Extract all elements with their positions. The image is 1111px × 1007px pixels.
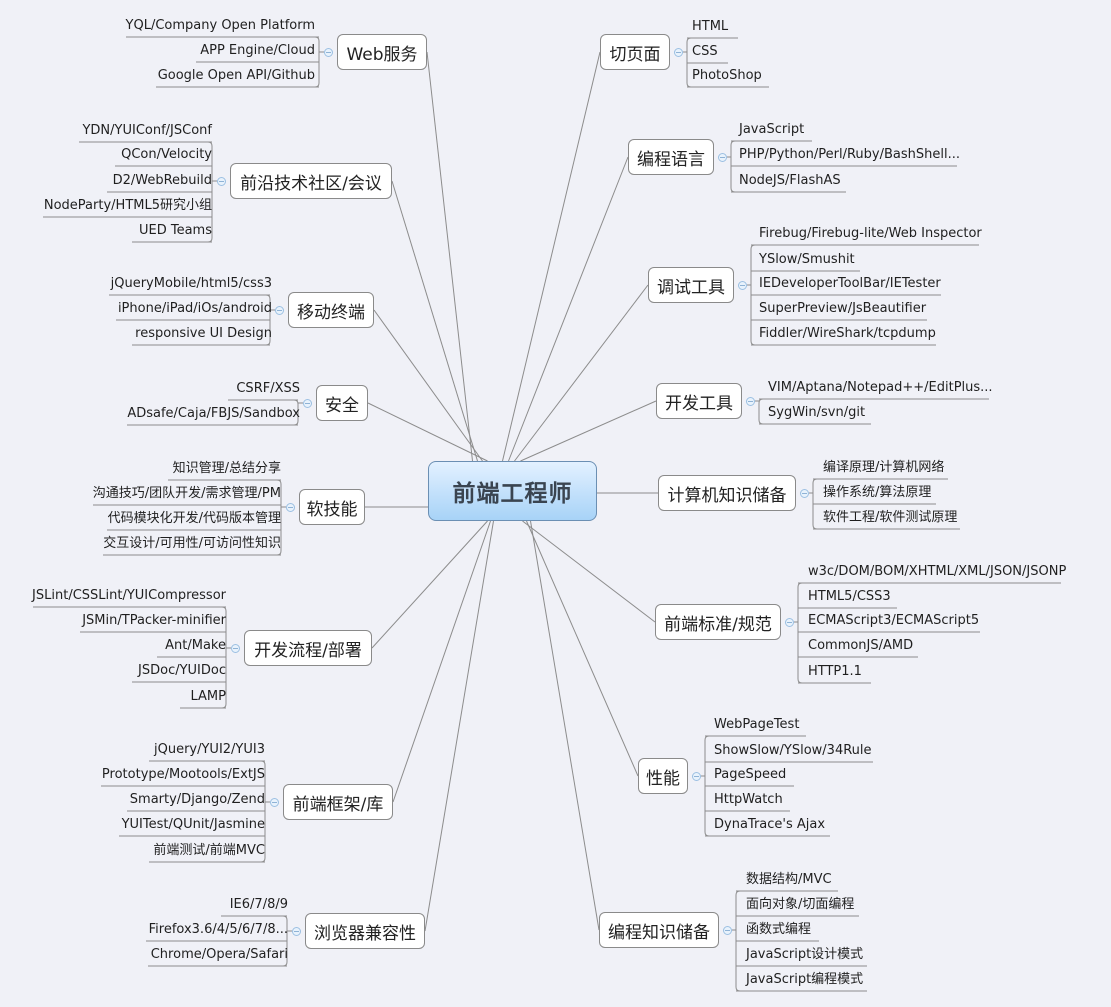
subtopic[interactable]: VIM/Aptana/Notepad++/EditPlus...: [768, 380, 993, 395]
collapse-toggle-icon[interactable]: [723, 926, 732, 935]
subtopic[interactable]: jQuery/YUI2/YUI3: [153, 742, 265, 757]
subtopic[interactable]: JavaScript编程模式: [746, 972, 864, 987]
topic-browser-compat[interactable]: 浏览器兼容性: [305, 913, 425, 949]
subtopic[interactable]: 数据结构/MVC: [746, 872, 832, 887]
topic-cs-knowledge[interactable]: 计算机知识储备: [658, 475, 796, 511]
subtopic[interactable]: ECMAScript3/ECMAScript5: [808, 613, 980, 628]
subtopic[interactable]: PhotoShop: [692, 68, 762, 83]
subtopic[interactable]: JavaScript: [739, 122, 805, 137]
subtopic[interactable]: JSDoc/YUIDoc: [138, 663, 226, 678]
subtopic[interactable]: HTML: [692, 19, 729, 34]
subtopic[interactable]: YSlow/Smushit: [759, 252, 855, 267]
subtopic[interactable]: 函数式编程: [746, 922, 812, 937]
central-topic[interactable]: 前端工程师: [428, 461, 597, 521]
topic-dev-process[interactable]: 开发流程/部署: [244, 630, 372, 666]
subtopic[interactable]: Ant/Make: [165, 638, 226, 653]
collapse-toggle-icon[interactable]: [217, 177, 226, 186]
subtopic[interactable]: PageSpeed: [714, 767, 787, 782]
subtopic[interactable]: 沟通技巧/团队开发/需求管理/PM: [92, 486, 281, 501]
collapse-toggle-icon[interactable]: [270, 798, 279, 807]
subtopic[interactable]: w3c/DOM/BOM/XHTML/XML/JSON/JSONP: [808, 564, 1067, 579]
subtopic[interactable]: 操作系统/算法原理: [823, 485, 932, 500]
subtopic[interactable]: LAMP: [190, 689, 227, 704]
subtopic[interactable]: 知识管理/总结分享: [172, 461, 281, 476]
subtopic[interactable]: iPhone/iPad/iOs/android: [117, 301, 272, 316]
subtopic[interactable]: 前端测试/前端MVC: [153, 843, 265, 858]
subtopic[interactable]: JavaScript设计模式: [746, 947, 864, 962]
collapse-toggle-icon[interactable]: [231, 644, 240, 653]
topic-languages[interactable]: 编程语言: [628, 139, 714, 175]
subtopic[interactable]: ShowSlow/YSlow/34Rule: [714, 743, 872, 758]
subtopic[interactable]: YQL/Company Open Platform: [125, 18, 315, 33]
subtopic[interactable]: NodeParty/HTML5研究小组: [43, 198, 212, 213]
subtopic[interactable]: JSMin/TPacker-minifier: [82, 613, 226, 628]
collapse-toggle-icon[interactable]: [718, 153, 727, 162]
subtopic[interactable]: Smarty/Django/Zend: [129, 792, 265, 807]
subtopic[interactable]: D2/WebRebuild: [112, 173, 212, 188]
subtopic[interactable]: YUITest/QUnit/Jasmine: [121, 817, 265, 832]
topic-debug-tools[interactable]: 调试工具: [648, 267, 734, 303]
collapse-toggle-icon[interactable]: [674, 48, 683, 57]
collapse-toggle-icon[interactable]: [738, 281, 747, 290]
subtopic[interactable]: IE6/7/8/9: [229, 897, 288, 912]
subtopic[interactable]: PHP/Python/Perl/Ruby/BashShell...: [739, 147, 961, 162]
subtopic[interactable]: 交互设计/可用性/可访问性知识: [103, 536, 281, 551]
subtopic[interactable]: jQueryMobile/html5/css3: [110, 276, 272, 291]
subtopic[interactable]: Prototype/Mootools/ExtJS: [101, 767, 265, 782]
topic-frameworks[interactable]: 前端框架/库: [283, 784, 393, 820]
topic-mobile[interactable]: 移动终端: [288, 292, 374, 328]
subtopic[interactable]: ADsafe/Caja/FBJS/Sandbox: [127, 406, 300, 421]
collapse-toggle-icon[interactable]: [785, 618, 794, 627]
subtopic[interactable]: Fiddler/WireShark/tcpdump: [759, 326, 936, 341]
subtopic[interactable]: UED Teams: [138, 223, 212, 238]
subtopic[interactable]: SuperPreview/JsBeautifier: [759, 301, 927, 316]
subtopic[interactable]: HTTP1.1: [808, 664, 862, 679]
subtopic[interactable]: HTML5/CSS3: [808, 589, 891, 604]
subtopic[interactable]: CommonJS/AMD: [808, 638, 914, 653]
collapse-toggle-icon[interactable]: [692, 772, 701, 781]
topic-programming-knowledge[interactable]: 编程知识储备: [599, 912, 719, 948]
topic-standards[interactable]: 前端标准/规范: [655, 604, 781, 640]
collapse-toggle-icon[interactable]: [303, 399, 312, 408]
subtopic[interactable]: APP Engine/Cloud: [200, 43, 315, 58]
subtopic[interactable]: 面向对象/切面编程: [746, 897, 855, 912]
collapse-toggle-icon[interactable]: [324, 48, 333, 57]
collapse-toggle-icon[interactable]: [292, 927, 301, 936]
subtopic[interactable]: QCon/Velocity: [121, 147, 212, 162]
collapse-toggle-icon[interactable]: [800, 489, 809, 498]
subtopic[interactable]: NodeJS/FlashAS: [739, 173, 841, 188]
topic-performance[interactable]: 性能: [638, 758, 688, 794]
subtopic[interactable]: HttpWatch: [714, 792, 783, 807]
subtopic[interactable]: Chrome/Opera/Safari: [150, 947, 288, 962]
subtopic[interactable]: DynaTrace's Ajax: [714, 817, 826, 832]
subtopic[interactable]: CSS: [692, 44, 718, 59]
collapse-toggle-icon[interactable]: [286, 503, 295, 512]
subtopic[interactable]: 软件工程/软件测试原理: [823, 510, 958, 525]
subtopic[interactable]: SygWin/svn/git: [768, 405, 866, 420]
subtopic[interactable]: JSLint/CSSLint/YUICompressor: [32, 588, 226, 603]
subtopic[interactable]: 编译原理/计算机网络: [823, 460, 945, 475]
topic-dev-tools[interactable]: 开发工具: [656, 383, 742, 419]
collapse-toggle-icon[interactable]: [746, 397, 755, 406]
topic-soft-skills[interactable]: 软技能: [299, 489, 365, 525]
subtopic[interactable]: YDN/YUIConf/JSConf: [82, 123, 212, 138]
topic-web-service[interactable]: Web服务: [337, 34, 427, 70]
subtopic[interactable]: Firefox3.6/4/5/6/7/8...: [148, 922, 288, 937]
subtopic[interactable]: IEDeveloperToolBar/IETester: [759, 276, 941, 291]
collapse-toggle-icon[interactable]: [275, 306, 284, 315]
subtopic[interactable]: Firebug/Firebug-lite/Web Inspector: [759, 226, 982, 241]
topic-slicing[interactable]: 切页面: [600, 34, 670, 70]
subtopic[interactable]: Google Open API/Github: [157, 68, 315, 83]
subtopic[interactable]: WebPageTest: [714, 717, 800, 732]
topic-community[interactable]: 前沿技术社区/会议: [230, 163, 392, 199]
subtopic[interactable]: 代码模块化开发/代码版本管理: [107, 511, 281, 526]
topic-security[interactable]: 安全: [316, 385, 368, 421]
subtopic[interactable]: CSRF/XSS: [236, 381, 300, 396]
subtopic[interactable]: responsive UI Design: [135, 326, 272, 341]
